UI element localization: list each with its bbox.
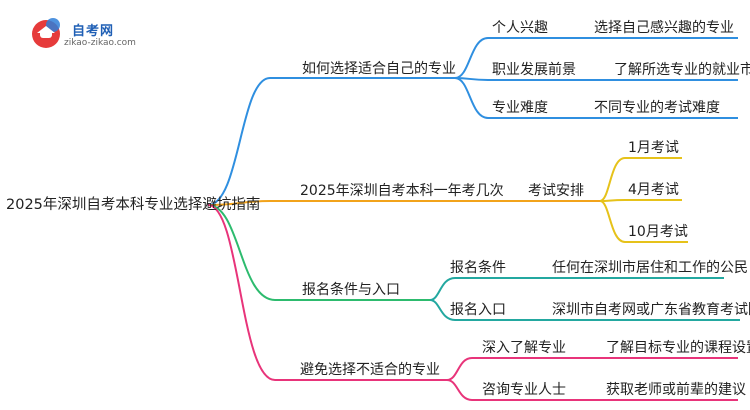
connector-b2-item-2 bbox=[599, 199, 682, 202]
connector-root-branch-3 bbox=[207, 204, 430, 301]
logo: 自考网 zikao-zikao.com bbox=[32, 18, 142, 58]
branch-1-label: 如何选择适合自己的专业 bbox=[302, 61, 456, 77]
b2-item-3: 10月考试 bbox=[628, 224, 688, 240]
branch-2-label: 2025年深圳自考本科一年考几次 bbox=[300, 183, 504, 199]
b4-item-1-label: 深入了解专业 bbox=[482, 340, 566, 356]
b1-item-3-detail: 不同专业的考试难度 bbox=[594, 100, 720, 116]
b4-item-2-detail: 获取老师或前辈的建议 bbox=[606, 382, 746, 398]
b1-item-2-detail: 了解所选专业的就业市场 bbox=[614, 62, 750, 78]
connector-root-branch-2 bbox=[207, 200, 600, 206]
connector-root-branch-1 bbox=[207, 77, 455, 206]
b4-item-1-detail: 了解目标专业的课程设置 bbox=[606, 340, 750, 356]
b3-item-1-label: 报名条件 bbox=[450, 260, 506, 276]
branch-2-sub: 考试安排 bbox=[528, 183, 584, 199]
connector-b2-item-3 bbox=[599, 200, 688, 243]
b1-item-2-label: 职业发展前景 bbox=[492, 62, 576, 78]
connector-b4-item-2 bbox=[446, 379, 738, 401]
b1-item-3-label: 专业难度 bbox=[492, 100, 548, 116]
logo-name: 自考网 bbox=[72, 24, 115, 39]
root-node: 2025年深圳自考本科专业选择避坑指南 bbox=[6, 197, 261, 213]
connector-b1-item-1 bbox=[454, 37, 738, 79]
graduation-cap-base-icon bbox=[40, 33, 52, 38]
logo-url: zikao-zikao.com bbox=[64, 38, 136, 48]
b3-item-1-detail: 任何在深圳市居住和工作的公民 bbox=[552, 260, 748, 276]
connector-b1-item-3 bbox=[454, 77, 738, 119]
branch-3-label: 报名条件与入口 bbox=[302, 282, 400, 298]
b2-item-1: 1月考试 bbox=[628, 140, 679, 156]
connector-b2-item-1 bbox=[599, 157, 682, 202]
b3-item-2-detail: 深圳市自考网或广东省教育考试院 bbox=[552, 302, 750, 318]
graduation-cap-icon bbox=[37, 26, 55, 33]
connector-b3-item-2 bbox=[429, 299, 740, 321]
b3-item-2-label: 报名入口 bbox=[450, 302, 506, 318]
b1-item-1-detail: 选择自己感兴趣的专业 bbox=[594, 20, 734, 36]
b4-item-2-label: 咨询专业人士 bbox=[482, 382, 566, 398]
branch-4-label: 避免选择不适合的专业 bbox=[300, 362, 440, 378]
connector-b4-item-1 bbox=[446, 357, 738, 381]
connector-root-branch-4 bbox=[207, 204, 447, 381]
b1-item-1-label: 个人兴趣 bbox=[492, 20, 548, 36]
b2-item-2: 4月考试 bbox=[628, 182, 679, 198]
connector-b3-item-1 bbox=[429, 277, 724, 301]
